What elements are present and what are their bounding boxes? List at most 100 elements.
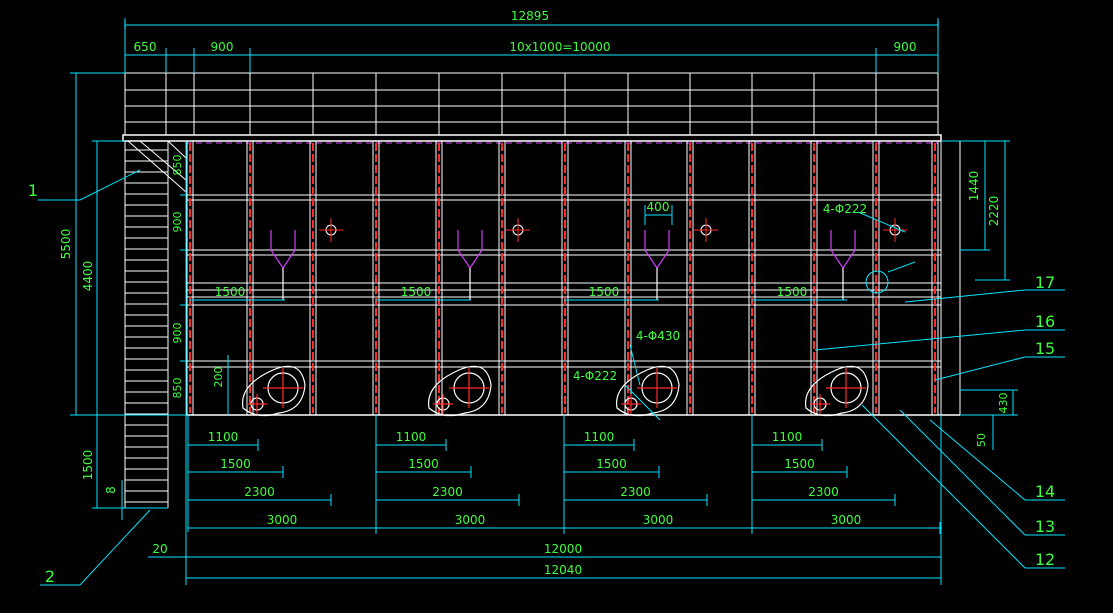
hopper-cone [282,249,296,269]
hopper [457,230,483,300]
lug-plate [427,365,492,417]
callout-leaders [38,169,1065,586]
lug-plate [241,365,306,417]
callout-13: 13 [1035,517,1055,536]
bottom-dim-d2300: 2300 [620,485,651,499]
dimension-texts: 12895 650 900 10x1000=10000 900 5500 440… [59,9,1010,577]
lug-outline [615,365,680,417]
column-outline [186,140,194,416]
top-railing [124,72,939,135]
lug-crosshairs [433,368,489,414]
dim-2220: 2220 [987,196,1001,227]
inner-dim-1500: 1500 [215,285,246,299]
dim-body-height: 4400 [81,261,95,292]
bottom-dim-d1100: 1100 [772,430,803,444]
hopper-cone [644,249,658,269]
dim-900-a: 900 [171,212,184,233]
column-outline [624,140,632,416]
dim-200: 200 [212,367,225,388]
hopper-cone [842,249,856,269]
dim-left-650: 650 [134,40,157,54]
callout-12: 12 [1035,550,1055,569]
dim-left-900: 900 [211,40,234,54]
top-hole [883,218,907,242]
bottom-dim-d3000: 3000 [643,513,674,527]
lug-outline [241,365,306,417]
label-holes-top: 4-Φ222 [823,202,867,216]
dim-430: 430 [997,393,1010,414]
dim-bottom-height: 1500 [81,450,95,481]
column-outline [810,140,818,416]
column-outline [686,140,694,416]
dim-50: 50 [975,433,988,447]
bottom-dim-d1500: 1500 [596,457,627,471]
bottom-dim-d1100: 1100 [584,430,615,444]
bottom-dim-d1500: 1500 [408,457,439,471]
bottom-dim-d1100: 1100 [396,430,427,444]
callout-17: 17 [1035,273,1055,292]
bottom-dim-d1500: 1500 [220,457,251,471]
lug-crosshairs [247,368,303,414]
top-beam [122,134,942,144]
dim-12000: 12000 [544,542,582,556]
dim-overall-width: 12895 [511,9,549,23]
dim-1440: 1440 [967,171,981,202]
top-hole [694,218,718,242]
lug-crosshairs [810,368,866,414]
column-outline [246,140,254,416]
hopper [270,230,296,300]
stair-ladder [124,140,187,508]
bottom-dim-d3000: 3000 [267,513,298,527]
callout-2: 2 [45,567,55,586]
hopper-cone [457,249,471,269]
callout-1: 1 [28,181,38,200]
lug-crosshairs [621,368,677,414]
bottom-dim-d2300: 2300 [244,485,275,499]
inner-dim-1500: 1500 [589,285,620,299]
dim-900-b: 900 [171,323,184,344]
hopper-cone [469,249,483,269]
bottom-dim-d2300: 2300 [432,485,463,499]
dim-right-900: 900 [894,40,917,54]
hopper [830,230,856,300]
dim-12040: 12040 [544,563,582,577]
lug-plate [804,365,869,417]
columns [186,140,939,416]
bottom-dim-d1100: 1100 [208,430,239,444]
bottom-dim-d3000: 3000 [831,513,862,527]
dim-stair-small: 8 [104,486,118,494]
inner-dim-1500: 1500 [777,285,808,299]
label-holes-small: 4-Φ222 [573,369,617,383]
label-holes-big: 4-Φ430 [636,329,680,343]
dim-total-height: 5500 [59,229,73,260]
dim-850-bottom: 850 [171,378,184,399]
hopper-cone [656,249,670,269]
column-outline [561,140,569,416]
dimension-lines [70,18,1018,585]
column-outline [931,140,939,416]
lug-outline [804,365,869,417]
hopper-cone [270,249,284,269]
callout-16: 16 [1035,312,1055,331]
column-outline [872,140,880,416]
hoppers [270,230,856,300]
top-hole [319,218,343,242]
bottom-dimension-lines [187,415,941,534]
inner-1500-texts: 1500 1500 1500 1500 [215,285,808,299]
bottom-dim-d1500: 1500 [784,457,815,471]
bottom-dimension-texts: 1100 1100 1100 1100 1500 1500 1500 1500 2300 2300… [208,430,862,527]
callout-numbers: 1 2 17 16 15 14 13 12 [28,181,1055,586]
dim-400: 400 [647,200,670,214]
top-holes [319,218,907,242]
dim-span: 10x1000=10000 [509,40,610,54]
bottom-lug-plates [241,365,869,417]
inner-dim-1500: 1500 [401,285,432,299]
callout-15: 15 [1035,339,1055,358]
lug-plate [615,365,680,417]
hopper-cone [830,249,844,269]
column-outline [498,140,506,416]
dim-850-top: 850 [171,155,184,176]
dim-20: 20 [152,542,167,556]
